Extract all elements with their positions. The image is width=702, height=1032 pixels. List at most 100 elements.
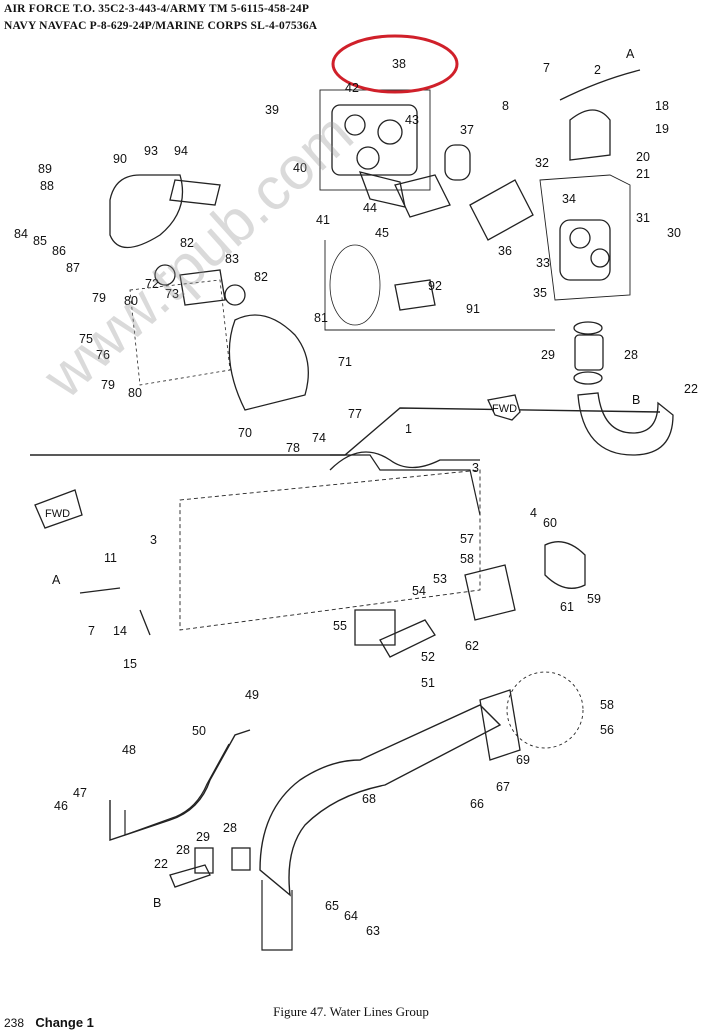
callout-59: 59 [587, 592, 601, 606]
cover-35 [559, 219, 611, 281]
gasket-45 [394, 174, 451, 218]
callout-34: 34 [562, 192, 576, 206]
callout-69: 69 [516, 753, 530, 767]
callout-88: 88 [40, 179, 54, 193]
callout-82b: 82 [254, 270, 268, 284]
callout-58a: 58 [460, 552, 474, 566]
callout-81: 81 [314, 311, 328, 325]
callout-85: 85 [33, 234, 47, 248]
engine-block [179, 469, 481, 631]
callout-31: 31 [636, 211, 650, 225]
callout-46: 46 [54, 799, 68, 813]
housing-62 [464, 564, 516, 621]
highlight-ring [331, 34, 459, 94]
callout-86: 86 [52, 244, 66, 258]
callout-28: 28 [624, 348, 638, 362]
callout-60: 60 [543, 516, 557, 530]
callout-20: 20 [636, 150, 650, 164]
flange-69 [479, 689, 521, 761]
callout-71: 71 [338, 355, 352, 369]
callout-94: 94 [174, 144, 188, 158]
callout-29-bottom: 29 [196, 830, 210, 844]
callout-33: 33 [536, 256, 550, 270]
callout-4: 4 [530, 506, 537, 520]
callout-82a: 82 [180, 236, 194, 250]
tube-54 [379, 619, 436, 658]
callout-32: 32 [535, 156, 549, 170]
callout-8: 8 [502, 99, 509, 113]
callout-68: 68 [362, 792, 376, 806]
callout-28a-bottom: 28 [223, 821, 237, 835]
tube-68 [259, 704, 502, 897]
callout-80a: 80 [124, 294, 138, 308]
callout-3b: 3 [150, 533, 157, 547]
callout-21: 21 [636, 167, 650, 181]
callout-39: 39 [265, 103, 279, 117]
callout-A: A [626, 47, 635, 61]
callout-84: 84 [14, 227, 28, 241]
callout-B-bottom: B [153, 896, 161, 910]
callout-54: 54 [412, 584, 426, 598]
tube-83 [179, 269, 226, 306]
callout-72: 72 [145, 277, 159, 291]
callout-74: 74 [312, 431, 326, 445]
callout-62: 62 [465, 639, 479, 653]
callout-B: B [632, 393, 640, 407]
callout-48: 48 [122, 743, 136, 757]
callout-58b: 58 [600, 698, 614, 712]
callout-2: 2 [594, 63, 601, 77]
callout-67: 67 [496, 780, 510, 794]
callout-78: 78 [286, 441, 300, 455]
hose-22 [577, 392, 674, 456]
callout-30: 30 [667, 226, 681, 240]
callout-44: 44 [363, 201, 377, 215]
callout-1: 1 [405, 422, 412, 436]
page-footer: 238 Change 1 [4, 1015, 94, 1030]
callout-37: 37 [460, 123, 474, 137]
callout-28b-bottom: 28 [176, 843, 190, 857]
callout-66: 66 [470, 797, 484, 811]
callout-45: 45 [375, 226, 389, 240]
callout-50: 50 [192, 724, 206, 738]
callout-90: 90 [113, 152, 127, 166]
callout-36: 36 [498, 244, 512, 258]
callout-14: 14 [113, 624, 127, 638]
callout-38: 38 [392, 57, 406, 71]
callout-64: 64 [344, 909, 358, 923]
callout-35: 35 [533, 286, 547, 300]
callout-7-bottom: 7 [88, 624, 95, 638]
callout-75: 75 [79, 332, 93, 346]
header-line-1: AIR FORCE T.O. 35C2-3-443-4/ARMY TM 5-61… [4, 3, 310, 15]
callout-73: 73 [165, 287, 179, 301]
callout-83: 83 [225, 252, 239, 266]
callout-79a: 79 [92, 291, 106, 305]
callout-87: 87 [66, 261, 80, 275]
fwd-arrow-top: FWD [487, 394, 521, 421]
callout-91: 91 [466, 302, 480, 316]
cover-93 [109, 174, 184, 248]
callout-89: 89 [38, 162, 52, 176]
elbow-20 [569, 109, 611, 161]
callout-18: 18 [655, 99, 669, 113]
callout-11: 11 [104, 551, 117, 565]
svg-text:FWD: FWD [45, 508, 70, 520]
callout-51: 51 [421, 676, 435, 690]
callout-57: 57 [460, 532, 474, 546]
callout-79b: 79 [101, 378, 115, 392]
callout-52: 52 [421, 650, 435, 664]
callout-61: 61 [560, 600, 574, 614]
sleeve-37 [444, 144, 471, 181]
svg-text:FWD: FWD [492, 403, 517, 415]
callout-92: 92 [428, 279, 442, 293]
flange-55 [354, 609, 396, 646]
callout-7: 7 [543, 61, 550, 75]
callout-15: 15 [123, 657, 137, 671]
callout-53: 53 [433, 572, 447, 586]
callout-77: 77 [348, 407, 362, 421]
callout-49: 49 [245, 688, 259, 702]
callout-56: 56 [600, 723, 614, 737]
tube-50 [109, 729, 251, 841]
sleeve-60 [544, 541, 586, 589]
header-line-2: NAVY NAVFAC P-8-629-24P/MARINE CORPS SL-… [4, 20, 318, 32]
callout-19: 19 [655, 122, 669, 136]
